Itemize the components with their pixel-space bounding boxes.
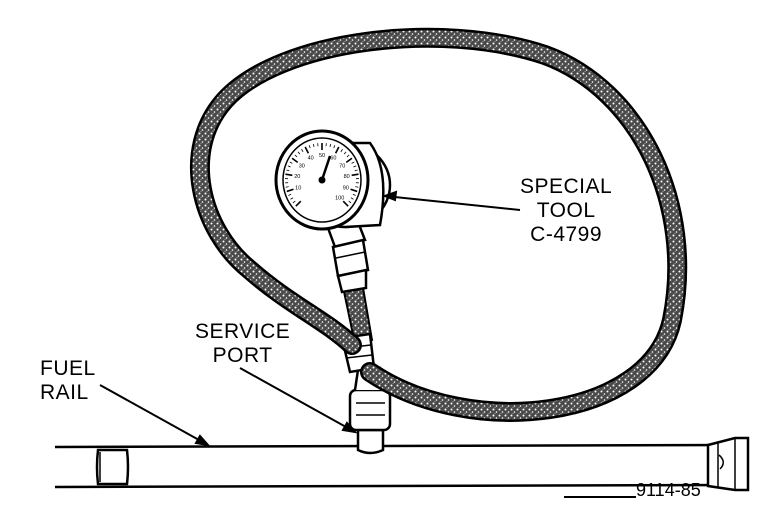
special-tool-label: SPECIAL TOOL C-4799 — [520, 175, 612, 247]
special-tool-label-line2: TOOL — [520, 199, 612, 223]
fuel-rail-left-coupling — [97, 450, 128, 484]
service-port-label-line2: PORT — [195, 344, 290, 368]
service-port-label: SERVICE PORT — [195, 320, 290, 368]
special-tool-arrow — [385, 192, 520, 210]
gauge-dial-number: 60 — [330, 156, 336, 162]
gauge-dial-number: 50 — [319, 153, 325, 159]
gauge-tick — [352, 174, 359, 175]
pressure-gauge — [276, 131, 390, 229]
fuel-rail-label-line1: FUEL — [40, 357, 96, 381]
special-tool-label-line1: SPECIAL — [520, 175, 612, 199]
fuel-rail-top-edge — [55, 445, 735, 447]
fuel-rail-bottom-edge — [55, 485, 735, 487]
gauge-tick — [285, 174, 292, 175]
gauge-dial-number: 20 — [294, 174, 300, 180]
gauge-dial-number: 40 — [308, 156, 314, 162]
gauge-dial-number: 100 — [335, 196, 344, 202]
gauge-dial-number: 30 — [299, 163, 305, 169]
fuel-rail-label: FUEL RAIL — [40, 357, 96, 405]
fuel-rail-right-fitting — [708, 438, 748, 490]
gauge-dial-number: 10 — [295, 186, 301, 192]
figure-number: 9114-85 — [636, 478, 701, 502]
fuel-rail-label-line2: RAIL — [40, 381, 96, 405]
fuel-rail-arrow — [100, 385, 208, 445]
gauge-dial-number: 90 — [343, 186, 349, 192]
service-port-label-line1: SERVICE — [195, 320, 290, 344]
gauge-dial-number: 80 — [344, 174, 350, 180]
gauge-dial-number: 70 — [339, 163, 345, 169]
special-tool-label-line3: C-4799 — [520, 223, 612, 247]
gauge-fitting — [328, 222, 368, 292]
service-port-arrow — [240, 368, 355, 432]
